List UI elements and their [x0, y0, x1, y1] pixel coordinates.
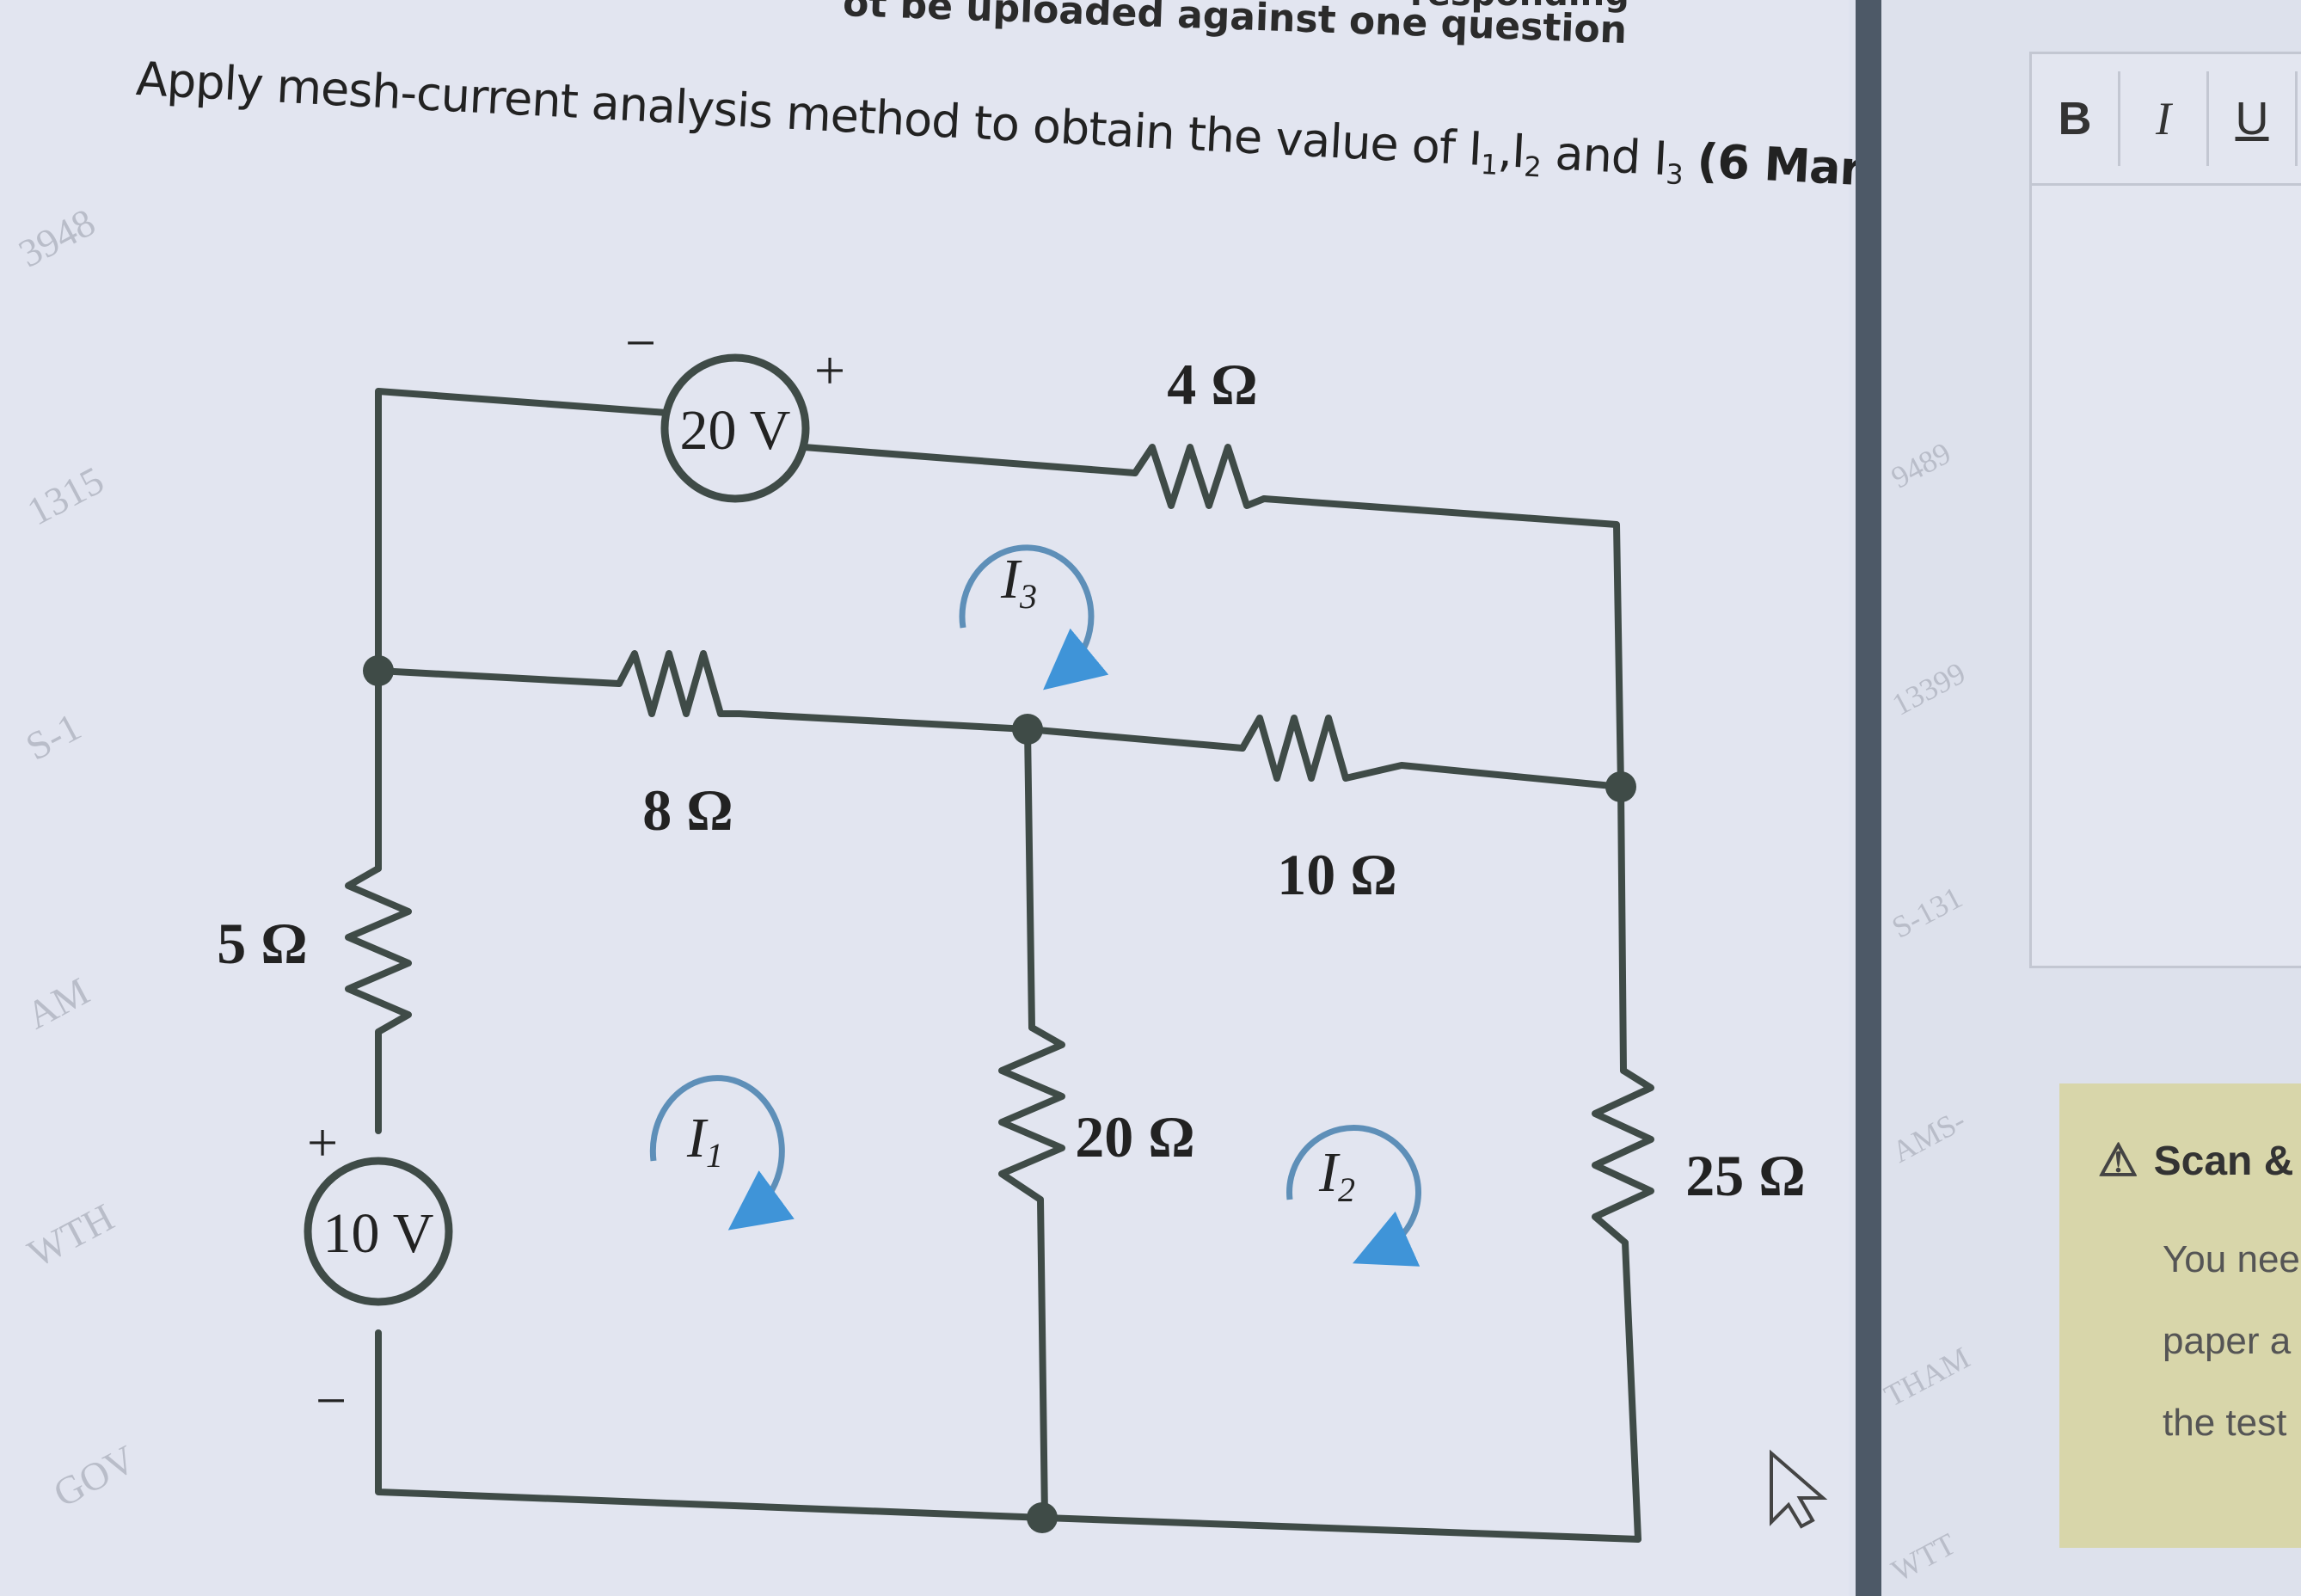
- watermark: S-131: [1886, 880, 1968, 945]
- wire-center: [1024, 726, 1035, 1031]
- resistor-5-ohm: [345, 865, 412, 1134]
- watermark: WTT: [1886, 1526, 1961, 1588]
- mesh-arrow-3: [959, 544, 1109, 691]
- mesh-1-label: I1: [686, 1107, 723, 1175]
- mesh-arrow-2: [1286, 1125, 1422, 1267]
- wire-left-bottom: [375, 1329, 1641, 1543]
- scan-notice-title: ⚠ Scan &: [2098, 1135, 2293, 1187]
- source-20v-plus: +: [814, 340, 845, 401]
- mesh-arrow-1: [649, 1075, 795, 1231]
- scan-notice-line: the test: [2163, 1402, 2287, 1444]
- source-20v-minus: −: [625, 312, 656, 373]
- question-pane: responding ot be uploaded against one qu…: [11, 0, 1941, 1543]
- resistor-10-ohm: [1239, 715, 1624, 790]
- resistor-25-ohm-label: 25 Ω: [1685, 1143, 1805, 1208]
- source-20v-label: 20 V: [680, 399, 791, 462]
- mesh-1-sub: 1: [706, 1136, 723, 1175]
- resistor-10-ohm-label: 10 Ω: [1277, 842, 1396, 907]
- node-right: [1605, 771, 1636, 802]
- resistor-4-ohm: [1132, 444, 1267, 509]
- mouse-cursor-icon: [1770, 1449, 1828, 1529]
- mesh-3-sub: 3: [1019, 577, 1037, 616]
- wire-mid-left: [375, 667, 623, 687]
- watermark: THAM: [1878, 1340, 1976, 1414]
- node-left: [363, 655, 394, 686]
- italic-button[interactable]: I: [2120, 71, 2209, 166]
- resistor-8-ohm: [616, 650, 743, 717]
- wire-mid-center: [736, 710, 1246, 752]
- warning-icon: ⚠: [2098, 1136, 2138, 1186]
- resistor-20-ohm: [998, 1024, 1065, 1521]
- editor-toolbar: B I U: [2032, 54, 2301, 186]
- mesh-1-letter: I: [686, 1107, 709, 1169]
- answer-editor[interactable]: B I U: [2029, 52, 2301, 968]
- resistor-25-ohm: [1592, 1067, 1654, 1543]
- resistor-4-ohm-label: 4 Ω: [1167, 352, 1257, 417]
- resistor-20-ohm-label: 20 Ω: [1075, 1104, 1194, 1169]
- node-center: [1012, 714, 1043, 745]
- wire-top-mid: [801, 444, 1138, 476]
- top-hint-fragment: responding: [1410, 0, 1629, 14]
- node-bottom: [1027, 1502, 1058, 1533]
- mesh-3-letter: I: [1000, 548, 1022, 611]
- voltage-source-10v: [304, 1157, 453, 1306]
- watermark: 9489: [1885, 435, 1957, 495]
- scan-notice-title-text: Scan &: [2153, 1138, 2294, 1184]
- underline-button[interactable]: U: [2209, 71, 2298, 166]
- resistor-8-ohm-label: 8 Ω: [642, 777, 733, 843]
- watermark: 13399: [1886, 655, 1972, 722]
- resistor-5-ohm-label: 5 Ω: [217, 911, 307, 976]
- mesh-2-letter: I: [1318, 1141, 1341, 1204]
- wire-right: [1617, 783, 1627, 1074]
- voltage-source-20v: [660, 353, 810, 503]
- scan-notice-line: You nee: [2163, 1238, 2300, 1280]
- mesh-2-sub: 2: [1338, 1170, 1355, 1209]
- mesh-3-label: I3: [1000, 548, 1037, 616]
- scan-notice-line: paper a: [2163, 1320, 2292, 1362]
- circuit-diagram: 20 V 10 V − + + − 4 Ω 8 Ω 10 Ω 5 Ω 20 Ω …: [217, 312, 1828, 1543]
- bold-button[interactable]: B: [2032, 71, 2120, 166]
- source-10v-plus: +: [307, 1112, 338, 1173]
- scan-notice: ⚠ Scan & You nee paper a the test: [2059, 1083, 2301, 1548]
- mesh-2-label: I2: [1318, 1141, 1355, 1209]
- watermark: AMS-: [1886, 1102, 1972, 1169]
- wire-top-left: [375, 388, 670, 674]
- wire-top-right: [1261, 495, 1624, 790]
- pane-divider[interactable]: [1856, 0, 1881, 1596]
- source-10v-minus: −: [316, 1370, 347, 1431]
- source-10v-label: 10 V: [323, 1202, 434, 1265]
